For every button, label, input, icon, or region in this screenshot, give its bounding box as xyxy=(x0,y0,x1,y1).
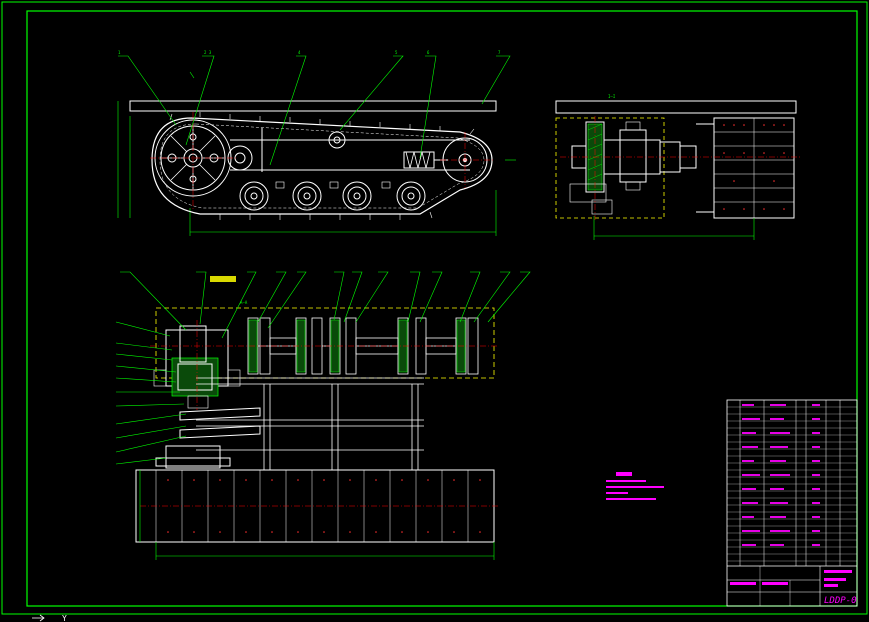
svg-text:1: 1 xyxy=(118,50,121,55)
plan-view: A—A xyxy=(115,271,531,560)
parts-list: LDDP-0 xyxy=(726,399,858,607)
technical-notes xyxy=(606,472,664,500)
ucs-icon: Y xyxy=(32,614,67,622)
road-wheels xyxy=(239,181,426,211)
track-outline xyxy=(151,117,493,215)
svg-text:6: 6 xyxy=(427,50,430,55)
section-label-plan: A—A xyxy=(240,300,248,305)
svg-text:7: 7 xyxy=(498,50,501,55)
svg-text:4: 4 xyxy=(298,50,301,55)
top-plate xyxy=(129,100,497,112)
svg-text:2 3: 2 3 xyxy=(204,50,212,55)
section-label-top: I—I xyxy=(608,94,616,99)
ucs-y-label: Y xyxy=(62,614,67,622)
end-view: I—I xyxy=(555,94,800,240)
side-view: 1 2 3 4 5 6 7 xyxy=(117,50,516,236)
inner-frame xyxy=(26,10,858,607)
drawing-number: LDDP-0 xyxy=(824,596,857,606)
svg-text:5: 5 xyxy=(395,50,398,55)
